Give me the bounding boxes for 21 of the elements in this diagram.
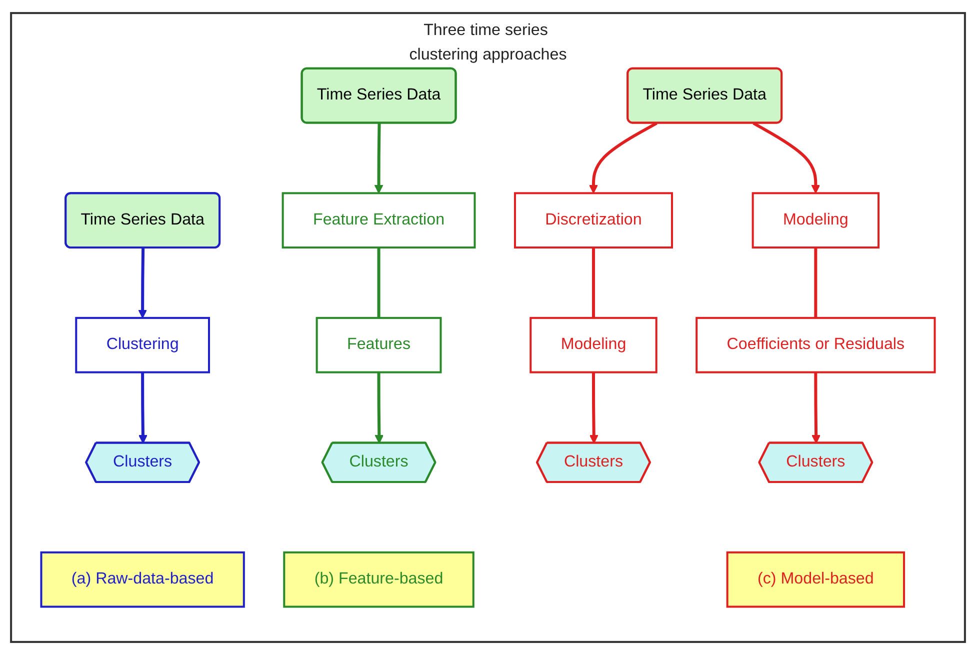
node-box: Clustering: [75, 316, 210, 374]
arrow: [138, 248, 147, 318]
node-box: Features: [316, 316, 442, 374]
arrow: [374, 372, 384, 444]
arrow: [589, 122, 658, 194]
arrow: [138, 372, 148, 444]
arrow: [752, 122, 820, 194]
node-box: Coefficients or Residuals: [696, 316, 936, 374]
connector: [592, 248, 595, 318]
connector: [814, 248, 818, 318]
node-box: Modeling: [530, 316, 658, 374]
node-box: Feature Extraction: [282, 192, 476, 248]
arrow: [374, 123, 384, 194]
node-box: Modeling: [752, 192, 880, 248]
connector: [377, 248, 380, 318]
node-box: (b) Feature-based: [283, 551, 474, 608]
node-box: Discretization: [514, 192, 673, 248]
node-box: (c) Model-based: [726, 551, 906, 608]
arrow: [589, 372, 598, 444]
arrow: [812, 372, 820, 444]
node-box: (a) Raw-data-based: [40, 551, 245, 608]
